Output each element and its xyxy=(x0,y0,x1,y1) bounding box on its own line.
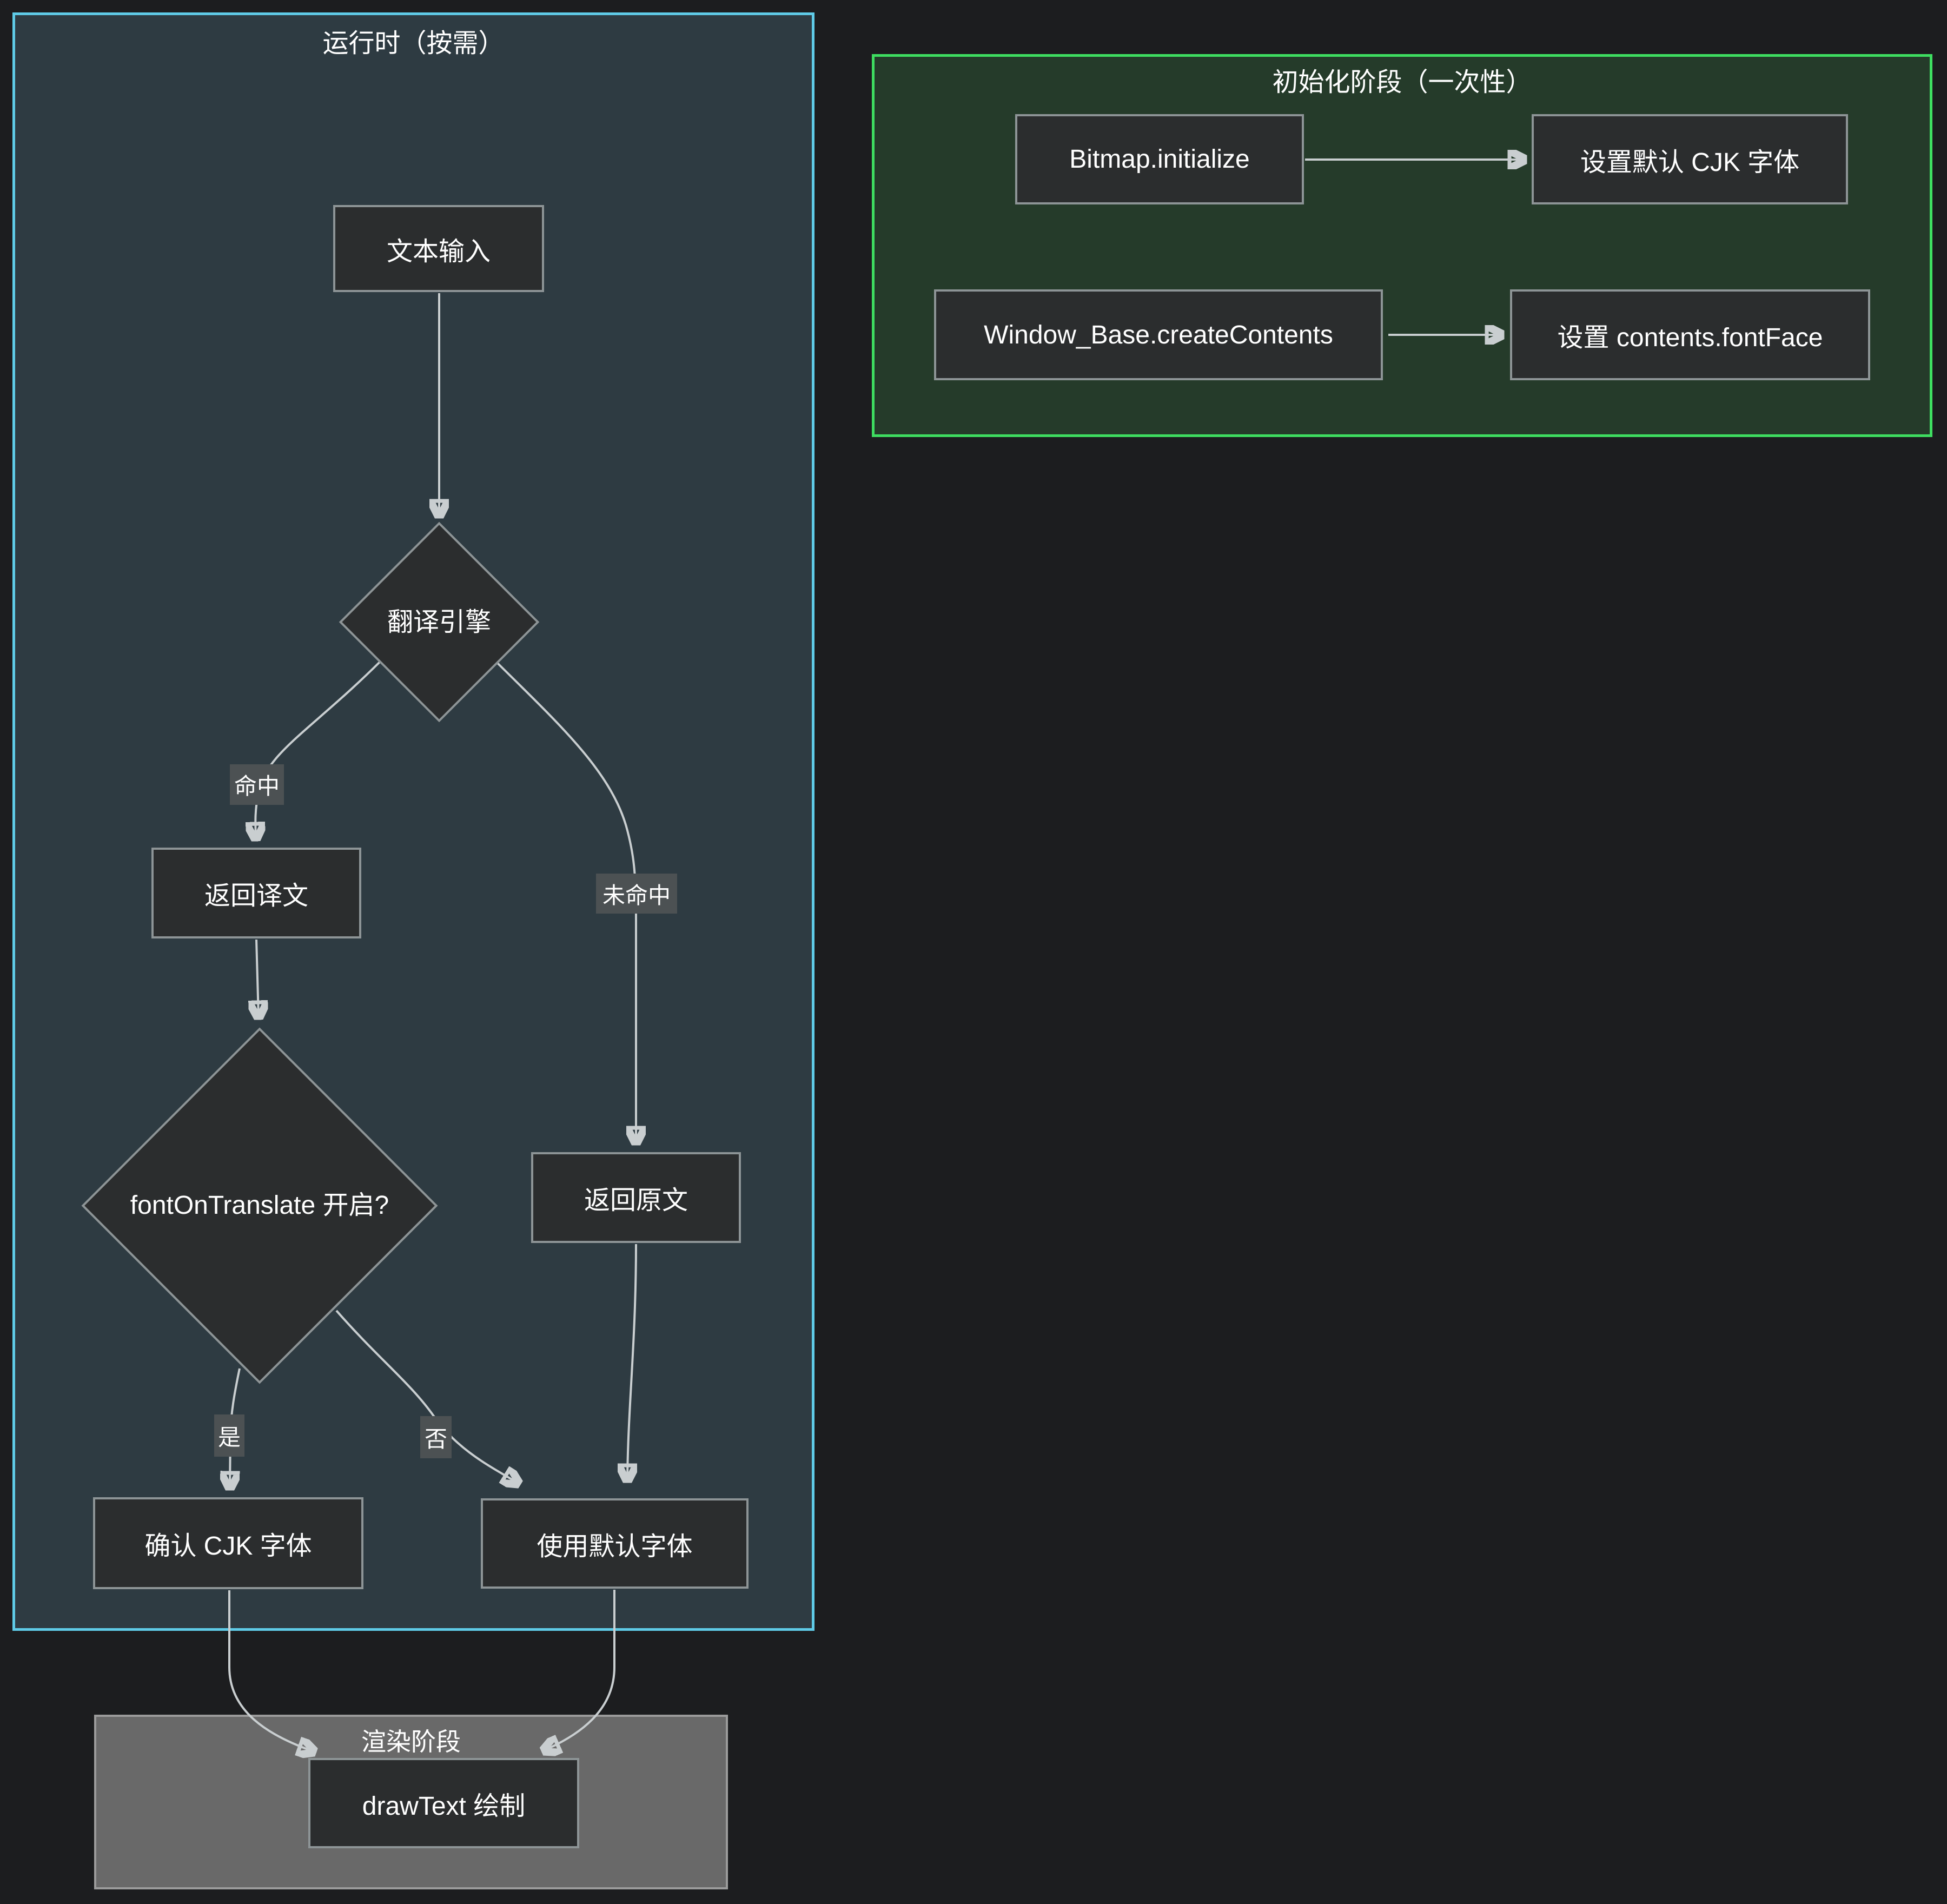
edge-return-translated-to-fontontranslate xyxy=(256,940,259,1017)
cluster-runtime-title: 运行时（按需） xyxy=(12,22,814,60)
node-return-translated: 返回译文 xyxy=(151,848,361,938)
node-translate-engine-label: 翻译引擎 xyxy=(331,607,547,638)
node-set-contents-fontface: 设置 contents.fontFace xyxy=(1510,289,1870,380)
node-confirm-cjk-font: 确认 CJK 字体 xyxy=(93,1497,363,1589)
edge-translate-engine-to-return-translated xyxy=(255,662,380,838)
edge-label-hit: 命中 xyxy=(230,764,284,805)
node-text-input: 文本输入 xyxy=(333,205,544,292)
edge-label-yes: 是 xyxy=(214,1414,244,1457)
edge-label-miss: 未命中 xyxy=(596,874,677,914)
node-bitmap-initialize: Bitmap.initialize xyxy=(1015,114,1304,204)
node-use-default-font: 使用默认字体 xyxy=(481,1498,749,1589)
node-set-default-cjk-font: 设置默认 CJK 字体 xyxy=(1532,114,1848,204)
edge-label-no: 否 xyxy=(420,1416,452,1458)
node-return-original: 返回原文 xyxy=(531,1152,741,1243)
cluster-init-title: 初始化阶段（一次性） xyxy=(872,61,1932,98)
node-fontontranslate-label: fontOnTranslate 开启? xyxy=(76,1190,443,1221)
cluster-render-title: 渲染阶段 xyxy=(94,1722,728,1758)
node-drawtext: drawText 绘制 xyxy=(308,1758,579,1848)
edge-return-original-to-use-default xyxy=(627,1244,636,1480)
node-window-base-createcontents: Window_Base.createContents xyxy=(934,289,1383,380)
